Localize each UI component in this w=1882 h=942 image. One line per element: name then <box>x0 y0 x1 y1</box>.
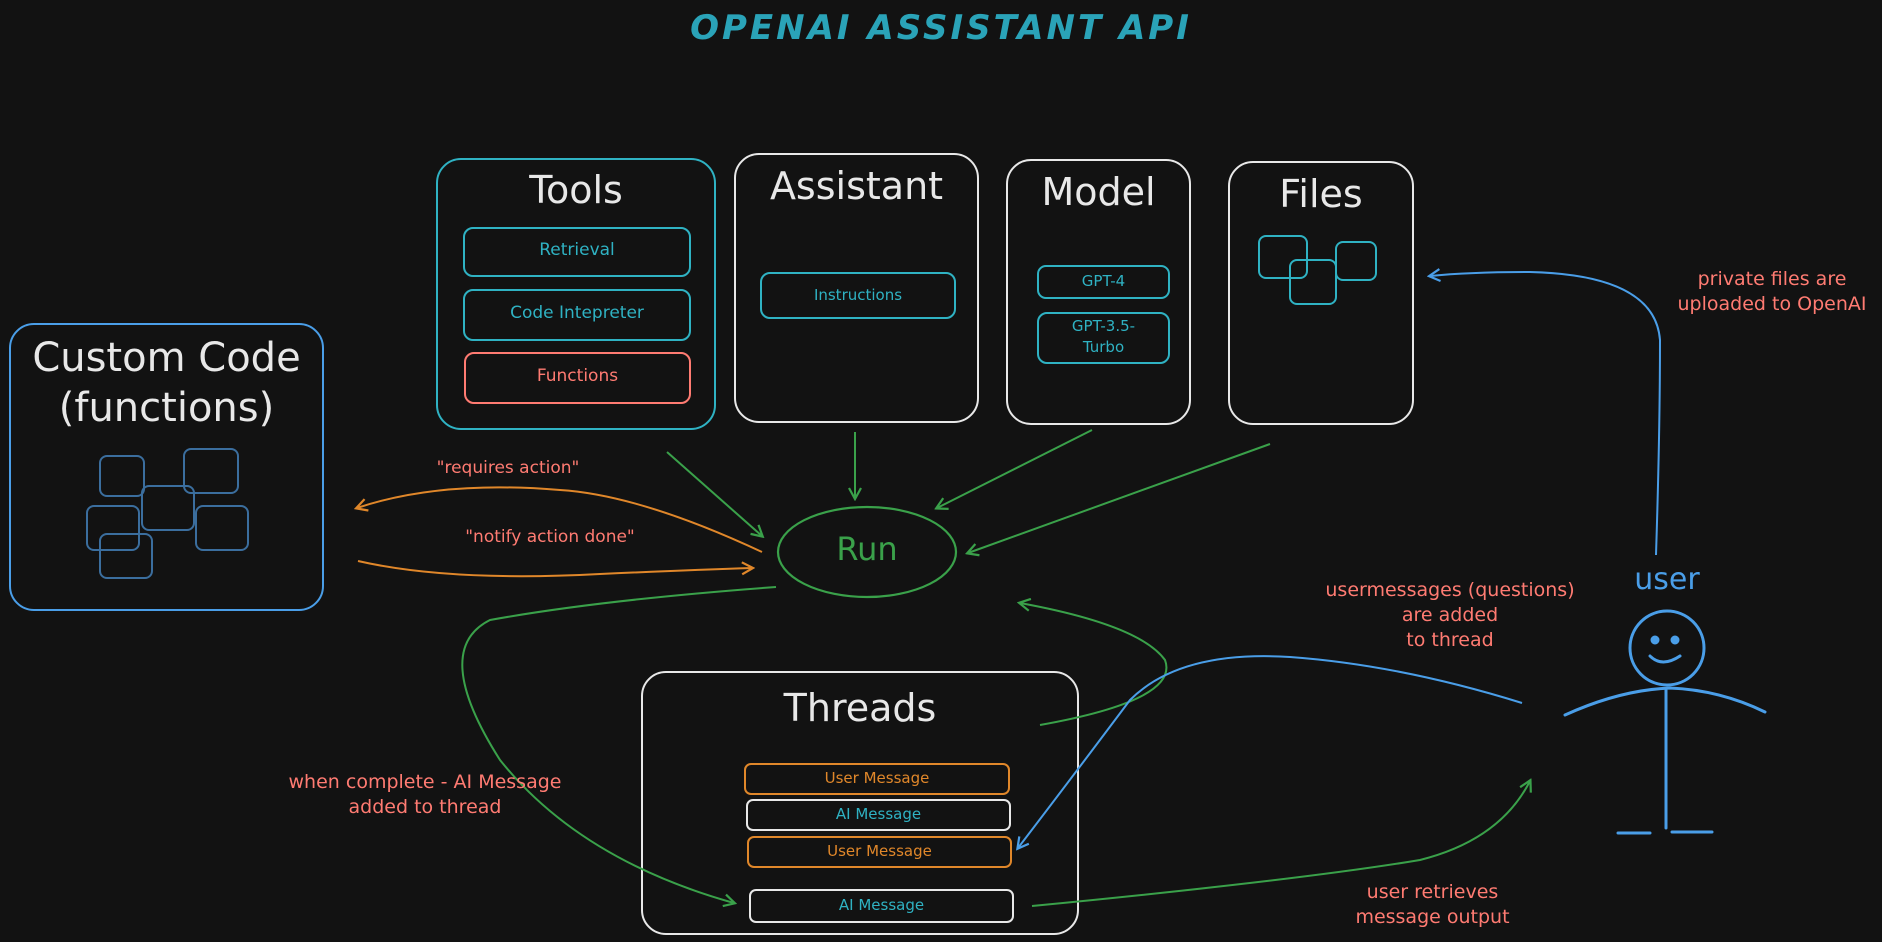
threads-box <box>641 671 1079 935</box>
functions-pill <box>464 352 691 404</box>
private-files-note: private files are uploaded to OpenAI <box>1672 267 1872 317</box>
custom-code-line2: (functions) <box>58 385 275 431</box>
user-message-pill-1 <box>744 763 1010 795</box>
arrow-tools-to-run <box>666 451 762 536</box>
ai-message-label-1: AI Message <box>835 805 922 823</box>
run-ellipse <box>776 505 958 599</box>
arrow-run-to-ai-message <box>461 586 777 903</box>
private-files-line2: uploaded to OpenAI <box>1677 293 1867 315</box>
ai-message-label-2: AI Message <box>838 896 925 914</box>
usermessages-line2: are added <box>1401 604 1499 626</box>
arrow-model-to-run <box>937 429 1093 508</box>
private-files-line1: private files are <box>1697 268 1847 290</box>
when-complete-note: when complete - AI Message added to thre… <box>270 770 580 820</box>
arrow-files-to-run <box>968 443 1271 553</box>
custom-code-heading: Custom Code (functions) <box>10 333 323 433</box>
instructions-label: Instructions <box>813 286 903 304</box>
functions-label: Functions <box>536 366 619 386</box>
assistant-box <box>734 153 979 423</box>
gpt4-pill <box>1037 265 1170 299</box>
user-message-label-2: User Message <box>827 842 932 860</box>
tools-box <box>436 158 716 430</box>
user-retrieves-line1: user retrieves <box>1366 881 1499 903</box>
arrow-ai-message-to-user <box>1031 781 1530 907</box>
custom-code-box <box>9 323 324 611</box>
user-retrieves-line2: message output <box>1355 906 1510 928</box>
functions-squares-icon <box>86 448 249 579</box>
gpt35-label-line2: Turbo <box>1082 338 1125 356</box>
gpt4-label: GPT-4 <box>1081 272 1126 290</box>
model-box <box>1006 159 1191 425</box>
ai-message-pill-1 <box>746 799 1011 831</box>
gpt35-label-line1: GPT-3.5- <box>1071 317 1136 335</box>
files-heading: Files <box>1279 172 1363 216</box>
model-heading: Model <box>1041 170 1156 214</box>
arrow-user-to-files <box>1430 272 1662 556</box>
code-interpreter-pill <box>463 289 691 341</box>
assistant-heading: Assistant <box>769 164 944 208</box>
threads-heading: Threads <box>783 686 937 730</box>
when-complete-line2: added to thread <box>348 796 502 818</box>
code-interpreter-label: Code Intepreter <box>510 303 644 323</box>
custom-code-line1: Custom Code <box>32 335 301 381</box>
user-label: user <box>1634 562 1700 597</box>
ai-message-pill-2 <box>749 889 1014 923</box>
arrow-requires-action <box>357 486 763 553</box>
user-retrieves-note: user retrieves message output <box>1330 880 1535 930</box>
page-title: OPENAI ASSISTANT API <box>690 8 1192 48</box>
usermessages-line3: to thread <box>1406 629 1494 651</box>
user-message-pill-2 <box>747 836 1012 868</box>
arrow-notify-action-done <box>357 560 752 578</box>
requires-action-note: "requires action" <box>436 458 580 478</box>
instructions-pill <box>760 272 956 319</box>
user-stick-figure <box>1563 609 1767 835</box>
arrow-threads-to-run <box>1020 603 1168 726</box>
usermessages-line1: usermessages (questions) <box>1325 579 1575 601</box>
retrieval-label: Retrieval <box>539 240 615 260</box>
when-complete-line1: when complete - AI Message <box>288 771 562 793</box>
files-box <box>1228 161 1414 425</box>
tools-heading: Tools <box>529 168 623 212</box>
gpt35-pill <box>1037 312 1170 364</box>
user-message-label-1: User Message <box>824 769 930 787</box>
notify-action-done-note: "notify action done" <box>465 527 635 547</box>
run-label: Run <box>836 530 898 568</box>
retrieval-pill <box>463 227 691 277</box>
arrow-user-to-thread <box>1018 655 1523 848</box>
files-squares-icon <box>1258 235 1377 305</box>
usermessages-note: usermessages (questions) are added to th… <box>1310 578 1590 653</box>
